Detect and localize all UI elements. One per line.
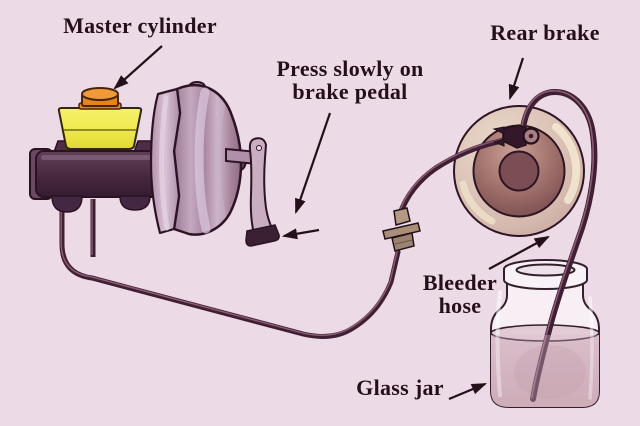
arrow-to-bleeder-hose (488, 235, 550, 270)
label-bleeder-hose: Bleeder hose (404, 271, 516, 317)
rear-brake-drum (453, 105, 585, 237)
annotation-arrows (113, 45, 550, 401)
reservoir-cap (78, 87, 122, 110)
brake-hose-to-drum (397, 133, 520, 217)
fluid-reservoir (57, 107, 143, 150)
arrow-to-master-cylinder (113, 45, 163, 90)
label-master-cylinder: Master cylinder (63, 13, 217, 38)
label-bleeder-line1: Bleeder (422, 270, 498, 295)
label-press-brake-pedal: Press slowly on brake pedal (258, 57, 442, 103)
arrow-to-pedal-pad (281, 228, 320, 240)
brake-line (59, 196, 401, 339)
arrow-to-rear-brake (508, 57, 525, 101)
pedal-pad (245, 224, 280, 247)
arrow-to-brake-pedal (294, 112, 332, 215)
brake-pedal (225, 137, 280, 247)
label-press-line2: brake pedal (292, 79, 408, 104)
arrow-to-glass-jar (448, 382, 488, 401)
label-glass-jar: Glass jar (356, 375, 444, 400)
drum-hub (498, 150, 540, 192)
brake-fluid (491, 333, 599, 407)
fluid-overlay (491, 335, 599, 407)
bleeder-hose (520, 88, 598, 402)
label-press-line1: Press slowly on (276, 56, 424, 81)
jar-mouth (515, 263, 576, 277)
label-bleeder-line2: hose (438, 293, 482, 318)
label-rear-brake: Rear brake (490, 20, 600, 45)
brake-booster (149, 81, 247, 236)
bleeder-valve-fitting (382, 207, 421, 252)
drum-fitting (492, 124, 540, 149)
